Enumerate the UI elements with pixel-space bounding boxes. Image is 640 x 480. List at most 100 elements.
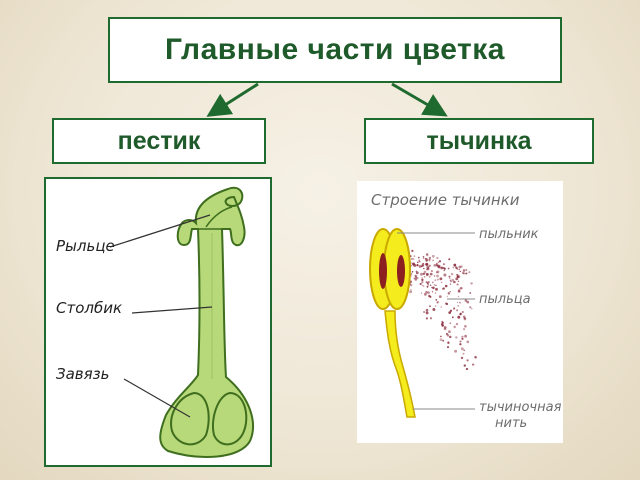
pollen-grain xyxy=(449,277,451,280)
pollen-grain xyxy=(425,317,428,320)
pollen-grain xyxy=(426,259,428,262)
pollen-grain xyxy=(427,291,430,294)
ovary-label: Завязь xyxy=(56,365,110,383)
pollen-grain xyxy=(418,264,422,268)
pollen-grain xyxy=(443,273,447,277)
stamen-box: тычинка xyxy=(364,118,594,164)
stamen-anther xyxy=(369,228,411,310)
pollen-grain xyxy=(454,349,458,353)
pollen-grain xyxy=(452,307,456,310)
pollen-grain xyxy=(433,275,436,277)
pollen-grain xyxy=(461,271,465,275)
pollen-grain xyxy=(466,340,470,344)
pollen-grain xyxy=(422,285,425,288)
stigma-label: Рыльце xyxy=(56,237,115,255)
pollen-grain xyxy=(421,284,424,287)
pollen-grain xyxy=(459,287,462,290)
filament-label-line2: нить xyxy=(495,416,527,431)
pollen-grain xyxy=(449,322,452,325)
pollen-grain xyxy=(429,284,432,286)
pollen-grain xyxy=(410,284,413,287)
pollen-grain xyxy=(456,274,458,276)
pollen-grain xyxy=(443,327,447,331)
anther-label: пыльник xyxy=(479,227,539,242)
pollen-grain xyxy=(411,270,414,273)
pollen-grain xyxy=(415,270,418,273)
pollen-grain xyxy=(463,364,466,367)
pollen-grain xyxy=(425,262,429,266)
pollen-grain xyxy=(428,275,431,278)
pollen-grain xyxy=(410,289,412,291)
pollen-grain xyxy=(439,338,443,341)
pollen-grain xyxy=(457,295,460,298)
pollen-grain xyxy=(423,310,426,314)
pollen-grain xyxy=(428,258,431,261)
pollen-grain xyxy=(429,317,433,320)
pollen-grain xyxy=(417,256,420,259)
pollen-grain xyxy=(440,306,442,308)
pollen-grain xyxy=(453,325,456,329)
pollen-grain xyxy=(471,363,475,366)
pollen-grain xyxy=(435,284,437,287)
pistil-shape xyxy=(159,186,254,458)
pollen-grain xyxy=(455,266,458,269)
pollen-grain xyxy=(423,270,427,274)
pollen-grain xyxy=(465,367,469,371)
pollen-grain xyxy=(460,313,462,315)
pollen-grain xyxy=(438,260,442,263)
pollen-grain xyxy=(432,286,435,290)
pollen-grain xyxy=(459,340,462,343)
pollen-grain xyxy=(412,258,415,260)
pollen-grain xyxy=(451,316,454,319)
pollen-grain xyxy=(457,280,460,283)
pollen-grain xyxy=(455,336,458,339)
pollen-grain xyxy=(425,281,428,284)
stamen-label: тычинка xyxy=(426,126,532,155)
pollen-grain xyxy=(447,341,450,344)
stamen-illustration-panel: Строение тычинки пыльник пыльца тычиночн… xyxy=(357,181,563,443)
pollen-grain xyxy=(413,255,416,257)
pollen-grain xyxy=(417,261,419,264)
pollen-grain xyxy=(461,335,464,339)
pollen-grain xyxy=(423,267,425,270)
pollen-grain xyxy=(457,305,460,307)
pollen-grain xyxy=(421,264,424,266)
style-label: Столбик xyxy=(56,299,122,317)
pollen-grain xyxy=(461,337,464,340)
pollen-grain xyxy=(463,317,466,320)
pollen-grain xyxy=(456,301,459,304)
pollen-grain xyxy=(426,285,429,288)
pollen-grain xyxy=(468,271,471,274)
pollen-grain xyxy=(441,324,444,327)
arrow-to-pistil xyxy=(206,82,259,117)
pollen-grain xyxy=(425,308,429,312)
pollen-grain xyxy=(436,256,439,260)
pollen-grain xyxy=(414,274,417,277)
pollen-grain xyxy=(448,258,451,261)
pollen-grain xyxy=(411,258,413,260)
pollen-grain xyxy=(466,359,469,362)
pollen-grain xyxy=(421,280,424,284)
pollen-grain xyxy=(462,352,465,355)
pollen-grain xyxy=(443,269,445,272)
pollen-grain xyxy=(459,270,461,273)
stamen-illustration: Строение тычинки пыльник пыльца тычиночн… xyxy=(369,191,562,431)
pollen-grain xyxy=(464,299,468,302)
pollen-grain xyxy=(442,263,445,266)
pollen-grain xyxy=(423,292,427,296)
pollen-grain xyxy=(432,259,435,262)
pollen-grain xyxy=(427,284,429,286)
pollen-grain xyxy=(459,343,462,346)
pollen-grain xyxy=(425,272,429,276)
pollen-grain xyxy=(431,254,435,258)
title-box: Главные части цветка xyxy=(108,17,562,83)
pollen-grain xyxy=(444,284,448,288)
pollen-grain xyxy=(409,290,413,294)
pollen-grain xyxy=(422,262,424,265)
pollen-grain xyxy=(433,264,437,267)
pollen-grain xyxy=(457,289,461,293)
pollen-grain xyxy=(433,284,436,286)
pollen-grain xyxy=(457,315,461,319)
pollen-grain xyxy=(424,257,427,260)
pistil-illustration: Рыльце Столбик Завязь xyxy=(56,186,254,458)
